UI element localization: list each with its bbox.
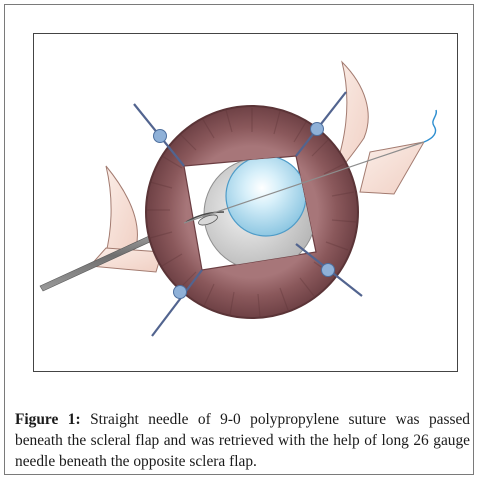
pupil <box>183 155 317 271</box>
figure-label: Figure 1: <box>15 411 81 429</box>
suture-thread <box>183 109 438 224</box>
iris-hook-lower-right <box>295 243 363 297</box>
intraocular-lens <box>225 156 307 237</box>
iris-hook-lower-left <box>151 269 203 337</box>
iris-hook-upper-right <box>295 91 347 157</box>
figure-caption: Figure 1: Straight needle of 9-0 polypro… <box>15 409 470 472</box>
left-scleral-flap <box>88 165 163 273</box>
iris-hook-upper-left <box>133 103 185 167</box>
figure-illustration <box>33 33 458 372</box>
figure-caption-text: Straight needle of 9-0 polypropylene sut… <box>15 411 471 471</box>
surgical-diagram <box>39 60 438 337</box>
lens-haptic <box>185 211 225 226</box>
figure-frame: Figure 1: Straight needle of 9-0 polypro… <box>4 4 474 475</box>
